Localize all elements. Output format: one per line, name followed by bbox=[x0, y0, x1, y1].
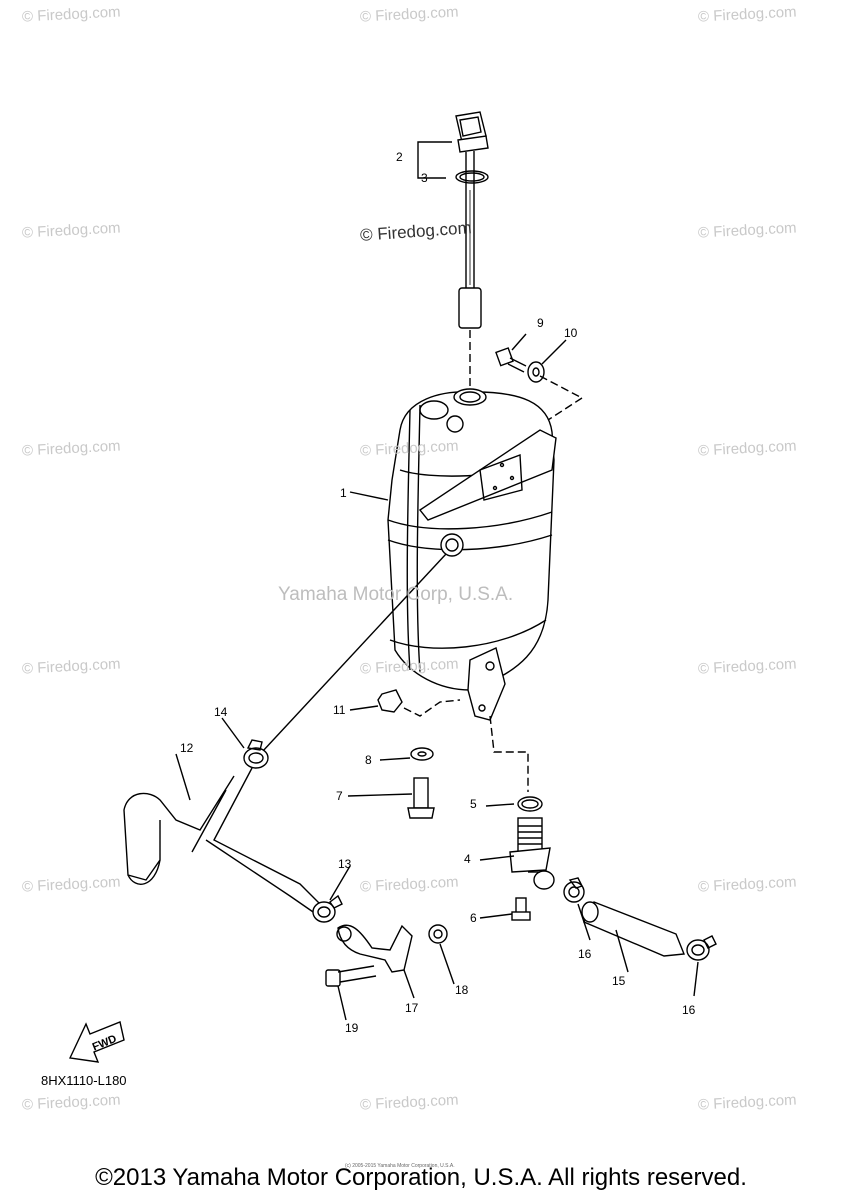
nut-11 bbox=[377, 689, 403, 713]
callout-5: 5 bbox=[470, 797, 477, 811]
callout-13: 13 bbox=[338, 857, 352, 871]
callout-6: 6 bbox=[470, 911, 477, 925]
bolt-6 bbox=[511, 897, 531, 921]
callout-10: 10 bbox=[564, 326, 578, 340]
callout-11: 11 bbox=[333, 703, 346, 717]
bolt-19 bbox=[325, 965, 377, 987]
callout-4: 4 bbox=[464, 852, 471, 866]
sender-unit bbox=[455, 111, 489, 329]
oil-tank bbox=[387, 388, 557, 721]
callout-7: 7 bbox=[336, 789, 343, 803]
footer-copyright: ©2013 Yamaha Motor Corporation, U.S.A. A… bbox=[95, 1164, 747, 1191]
diagram-code: 8HX1110-L180 bbox=[41, 1073, 127, 1088]
bolt-7 bbox=[407, 777, 435, 819]
clamp-16b bbox=[686, 935, 717, 961]
callout-8: 8 bbox=[365, 753, 372, 767]
callout-16b: 16 bbox=[682, 1003, 696, 1017]
clamp-16a bbox=[563, 877, 585, 903]
bolt-9 bbox=[495, 347, 527, 373]
center-watermark: Yamaha Motor Corp, U.S.A. bbox=[278, 584, 514, 605]
callout-14: 14 bbox=[214, 705, 228, 719]
hose-12 bbox=[123, 767, 321, 915]
callout-15: 15 bbox=[612, 974, 626, 988]
washer-18 bbox=[428, 924, 448, 944]
fwd-arrow-icon bbox=[68, 1021, 125, 1063]
clamp-14 bbox=[243, 739, 269, 769]
callout-9: 9 bbox=[537, 316, 544, 330]
callout-19: 19 bbox=[345, 1021, 359, 1035]
callout-18: 18 bbox=[455, 983, 469, 997]
callout-3: 3 bbox=[421, 171, 428, 185]
callout-2: 2 bbox=[396, 150, 403, 164]
callout-12: 12 bbox=[180, 741, 194, 755]
callout-1: 1 bbox=[340, 486, 347, 500]
o-ring-5 bbox=[517, 796, 543, 812]
callout-16a: 16 bbox=[578, 947, 592, 961]
tiny-copyright: (c) 2005-2015 Yamaha Motor Corporation, … bbox=[345, 1163, 455, 1169]
washer-10 bbox=[527, 361, 545, 383]
callout-17: 17 bbox=[405, 1001, 419, 1015]
o-ring bbox=[455, 170, 489, 184]
hose-15 bbox=[583, 901, 685, 957]
washer-8 bbox=[410, 747, 434, 761]
clamp-13 bbox=[312, 894, 343, 923]
strainer-4 bbox=[509, 817, 555, 890]
fitting-17 bbox=[336, 924, 413, 973]
